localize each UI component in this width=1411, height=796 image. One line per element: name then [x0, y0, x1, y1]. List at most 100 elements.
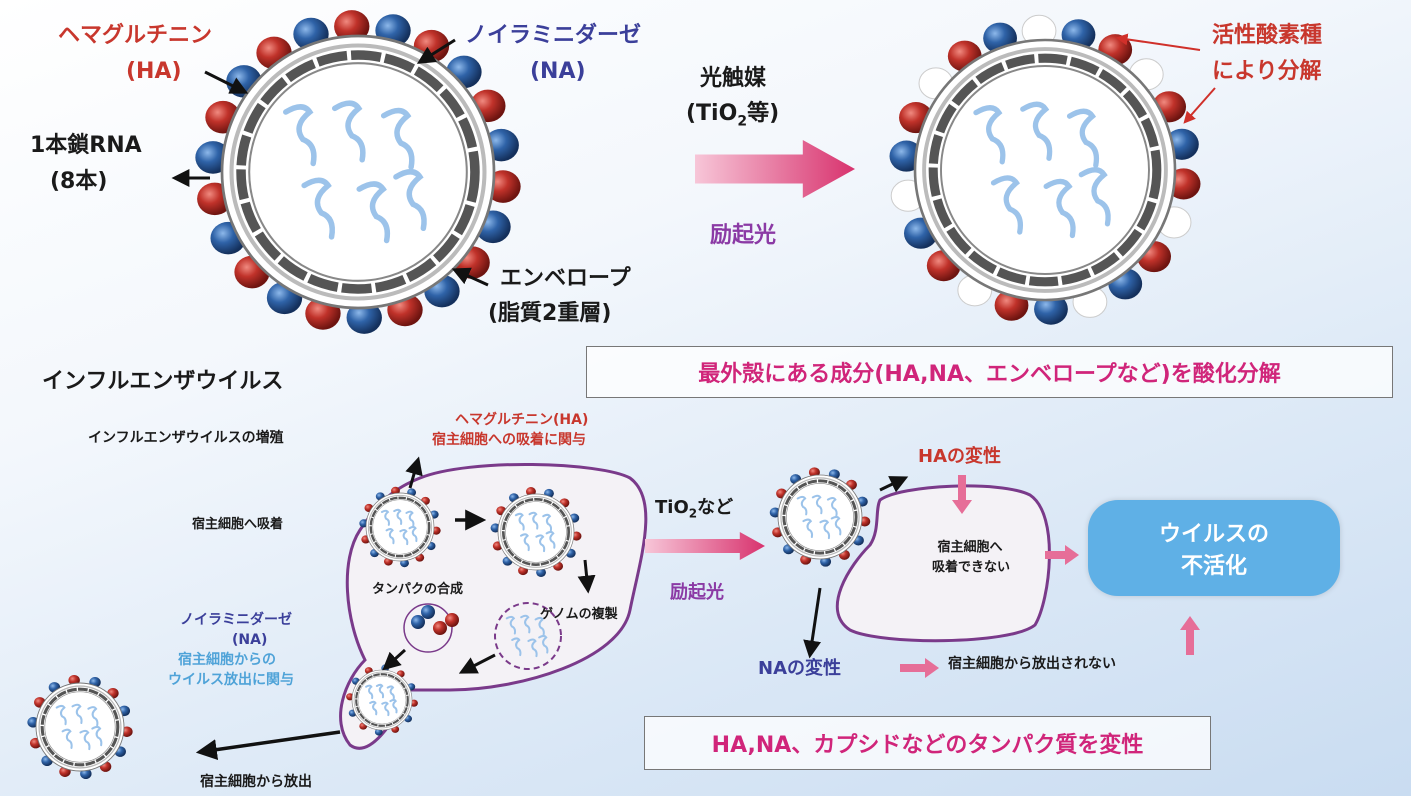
inactivation-box: ウイルスの 不活化 — [1088, 500, 1340, 596]
virus-damaged-top — [889, 14, 1201, 325]
rna-strand — [1066, 108, 1100, 168]
na-abbr-bottom: (NA) — [232, 632, 268, 648]
tio2-label: TiO2など — [655, 497, 733, 522]
rna-strand — [819, 519, 831, 540]
rna-strand — [393, 508, 403, 525]
rna-strand — [375, 683, 385, 699]
protein-synthesis-area — [403, 603, 453, 653]
virus-core — [786, 483, 854, 551]
rna-strand — [61, 728, 73, 749]
na-label: ノイラミニダーゼ — [465, 23, 642, 48]
capsid-ring — [355, 673, 409, 727]
rna-strand — [386, 685, 395, 700]
virus-core — [44, 691, 116, 763]
ha-pointer — [204, 70, 249, 94]
virus-adsorbing — [359, 486, 441, 568]
rna-strand — [542, 513, 553, 532]
rna-strand — [535, 534, 546, 553]
virus-released — [27, 674, 133, 780]
photocatalyst-sub-post: 等) — [747, 101, 780, 126]
rna-strand — [528, 511, 539, 530]
rna-strand — [527, 638, 538, 658]
ha-role: 宿主細胞への吸着に関与 — [432, 432, 586, 448]
na-role-2: ウイルス放出に関与 — [168, 672, 294, 688]
capsid-ring — [501, 497, 571, 567]
envelope-pointer — [451, 267, 489, 287]
rna-strand — [796, 495, 808, 516]
photocatalyst-arrow — [695, 140, 855, 198]
excitation-label-bottom: 励起光 — [670, 582, 724, 603]
rna-strand — [545, 530, 556, 549]
rna-strand — [405, 510, 415, 527]
envelope-sub: (脂質2重層) — [488, 301, 612, 326]
tio2-pre: TiO — [655, 497, 689, 518]
envelope-lipid — [367, 494, 433, 560]
rna-strand — [385, 528, 395, 545]
not-released-label: 宿主細胞から放出されない — [948, 656, 1116, 672]
protein-box: HA,NA、カプシドなどのタンパク質を変性 — [644, 716, 1211, 770]
rna-strand — [283, 104, 317, 167]
rna-strand — [514, 512, 525, 531]
rna-strand — [365, 684, 374, 700]
genome-strands — [505, 614, 549, 658]
envelope-lipid — [353, 671, 411, 729]
rna-strand — [399, 529, 409, 546]
photocatalyst-sub-num: 2 — [737, 113, 748, 130]
cannot-adsorb-1: 宿主細胞へ — [937, 540, 1003, 555]
virus-budding — [346, 664, 418, 736]
excitation-label-top: 励起光 — [710, 223, 777, 248]
tio2-num: 2 — [688, 506, 698, 521]
rna-strand — [534, 616, 545, 636]
inactivation-text-1: ウイルスの — [1158, 522, 1269, 547]
rna-strand — [91, 725, 103, 747]
rna-strand — [811, 494, 823, 515]
rna-strand — [538, 634, 549, 654]
rna-strand — [393, 169, 427, 232]
rna-strand — [973, 105, 1006, 165]
virus-core — [505, 501, 567, 563]
rna-strand — [71, 703, 83, 725]
to-inactivation-arrow-head — [1065, 545, 1079, 565]
na-abbr: (NA) — [530, 59, 586, 84]
virus-core — [357, 675, 407, 725]
rna-strand — [830, 515, 842, 536]
rna-count: (8本) — [50, 169, 108, 194]
proliferation-title: インフルエンザウイルスの増殖 — [88, 430, 284, 446]
rna-strand — [1020, 101, 1053, 161]
outer-shell-box: 最外殻にある成分(HA,NA、エンベロープなど)を酸化分解 — [586, 346, 1393, 398]
ha-denature-pointer — [879, 476, 909, 493]
genome-replication-area — [494, 602, 562, 670]
host-cell-outline-2 — [835, 484, 1051, 643]
tio2-post: など — [697, 497, 734, 518]
release-label: 宿主細胞から放出 — [200, 774, 312, 790]
capsid-ring — [928, 53, 1162, 287]
rna-strand — [826, 497, 838, 517]
up-to-inactivation-arrow-head — [1180, 616, 1200, 630]
step-arrow-2 — [577, 559, 596, 594]
protein-box-text: HA,NA、カプシドなどのタンパク質を変性 — [711, 733, 1144, 758]
virus-intact-top — [195, 10, 521, 334]
rna-strand — [511, 637, 522, 657]
rna-strand — [990, 175, 1023, 235]
rna-strand — [802, 518, 814, 539]
rna-strand — [79, 729, 91, 751]
rna-strand — [356, 181, 391, 244]
photocatalyst-sub: (TiO2等) — [686, 100, 779, 131]
virus-title: インフルエンザウイルス — [42, 369, 284, 394]
virus-in-cell — [490, 487, 582, 577]
virus-core — [940, 65, 1150, 275]
envelope-lipid — [38, 685, 122, 769]
rna-label: 1本鎖RNA — [30, 133, 142, 158]
rna-strand — [389, 698, 398, 714]
release-arrow — [195, 730, 341, 761]
ha-abbr: (HA) — [126, 59, 182, 84]
ha-label-bottom: ヘマグルチニン(HA) — [455, 412, 589, 428]
na-pointer — [416, 38, 456, 64]
rna-strand — [369, 700, 378, 716]
envelope-lipid — [780, 477, 860, 557]
inactivation-text-2: 不活化 — [1180, 554, 1247, 579]
tio2-arrow — [645, 532, 765, 560]
protein-synthesis-label: タンパクの合成 — [372, 582, 464, 597]
photocatalyst-label: 光触媒 — [700, 66, 767, 91]
cannot-adsorb-2: 吸着できない — [931, 560, 1010, 575]
